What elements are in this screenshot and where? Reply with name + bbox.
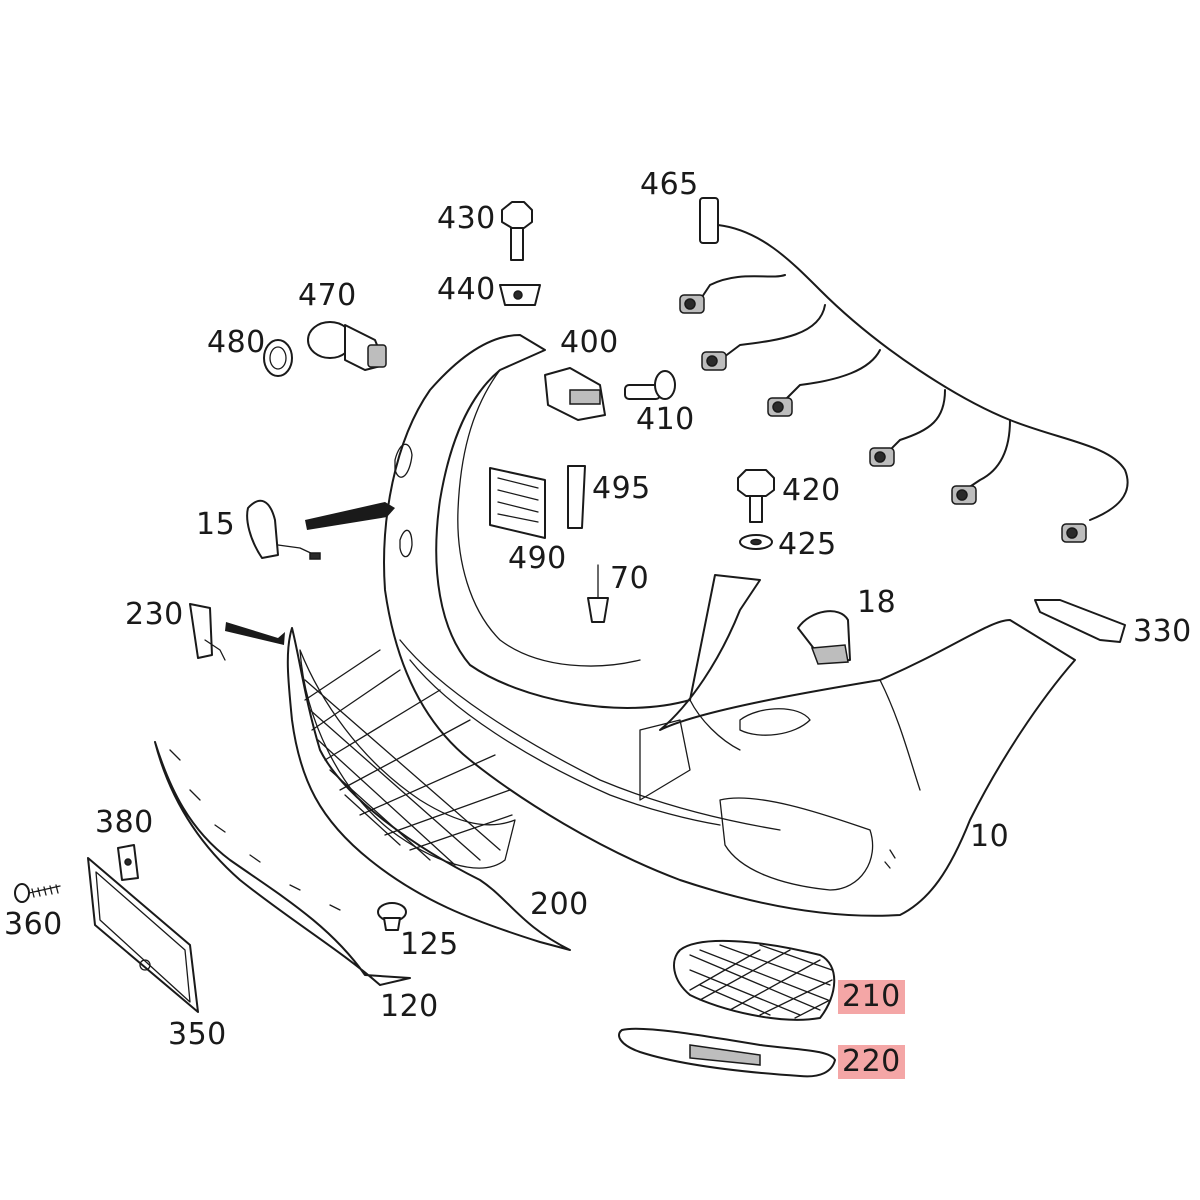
pointer-arrow-230 — [225, 622, 285, 645]
callout-10: 10 — [970, 819, 1010, 854]
callout-495: 495 — [592, 471, 651, 506]
bolt-420-part — [737, 469, 775, 523]
bracket-495-part — [567, 465, 586, 529]
callout-210: 210 — [838, 980, 905, 1014]
callout-420: 420 — [782, 473, 841, 508]
clip-380-part — [117, 844, 139, 881]
parking-sensor-plug-1 — [679, 294, 705, 314]
callout-400: 400 — [560, 325, 619, 360]
wiring-harness-part — [679, 197, 1129, 543]
rivet-410-part — [624, 370, 676, 400]
bracket-400-part — [544, 367, 606, 421]
callout-470: 470 — [298, 278, 357, 313]
tow-hook-cover-18-part — [797, 610, 851, 665]
callout-120: 120 — [380, 989, 439, 1024]
control-unit-490-part — [489, 467, 546, 539]
side-grille-210-part — [673, 939, 836, 1021]
callout-410: 410 — [636, 402, 695, 437]
callout-15: 15 — [196, 507, 236, 542]
callout-200: 200 — [530, 887, 589, 922]
callout-350: 350 — [168, 1017, 227, 1052]
license-plate-holder-350-part — [87, 857, 199, 1013]
side-bracket-15-part — [246, 499, 321, 560]
bracket-230-part — [189, 603, 226, 661]
callout-490: 490 — [508, 541, 567, 576]
callout-125: 125 — [400, 927, 459, 962]
parking-sensor-470-part — [307, 321, 387, 371]
callout-70: 70 — [610, 561, 650, 596]
trim-strip-120-part — [154, 741, 411, 986]
callout-430: 430 — [437, 201, 496, 236]
clip-nut-440-part — [499, 284, 541, 306]
callout-220: 220 — [838, 1045, 905, 1079]
callout-440: 440 — [437, 272, 496, 307]
parking-sensor-plug-5 — [951, 485, 977, 505]
lower-grille-200-part — [286, 627, 571, 951]
clip-125-part — [377, 902, 407, 931]
parking-sensor-plug-2 — [701, 351, 727, 371]
callout-480: 480 — [207, 325, 266, 360]
parking-sensor-plug-3 — [767, 397, 793, 417]
callout-230: 230 — [125, 597, 184, 632]
callout-330: 330 — [1133, 614, 1192, 649]
sensor-ring-480-part — [263, 339, 293, 377]
washer-425-part — [739, 534, 773, 550]
pointer-arrow-15 — [305, 502, 395, 530]
bracket-strip-330-part — [1034, 599, 1126, 643]
bumper-cover-part — [383, 334, 1076, 917]
parking-sensor-plug-6 — [1061, 523, 1087, 543]
bolt-430-part — [501, 201, 533, 261]
trim-strip-220-part — [618, 1027, 836, 1078]
parking-sensor-plug-4 — [869, 447, 895, 467]
screw-360-part — [14, 883, 61, 903]
callout-18: 18 — [857, 585, 897, 620]
callout-465: 465 — [640, 167, 699, 202]
callout-425: 425 — [778, 527, 837, 562]
clip-70-part — [587, 564, 609, 623]
callout-360: 360 — [4, 907, 63, 942]
callout-380: 380 — [95, 805, 154, 840]
